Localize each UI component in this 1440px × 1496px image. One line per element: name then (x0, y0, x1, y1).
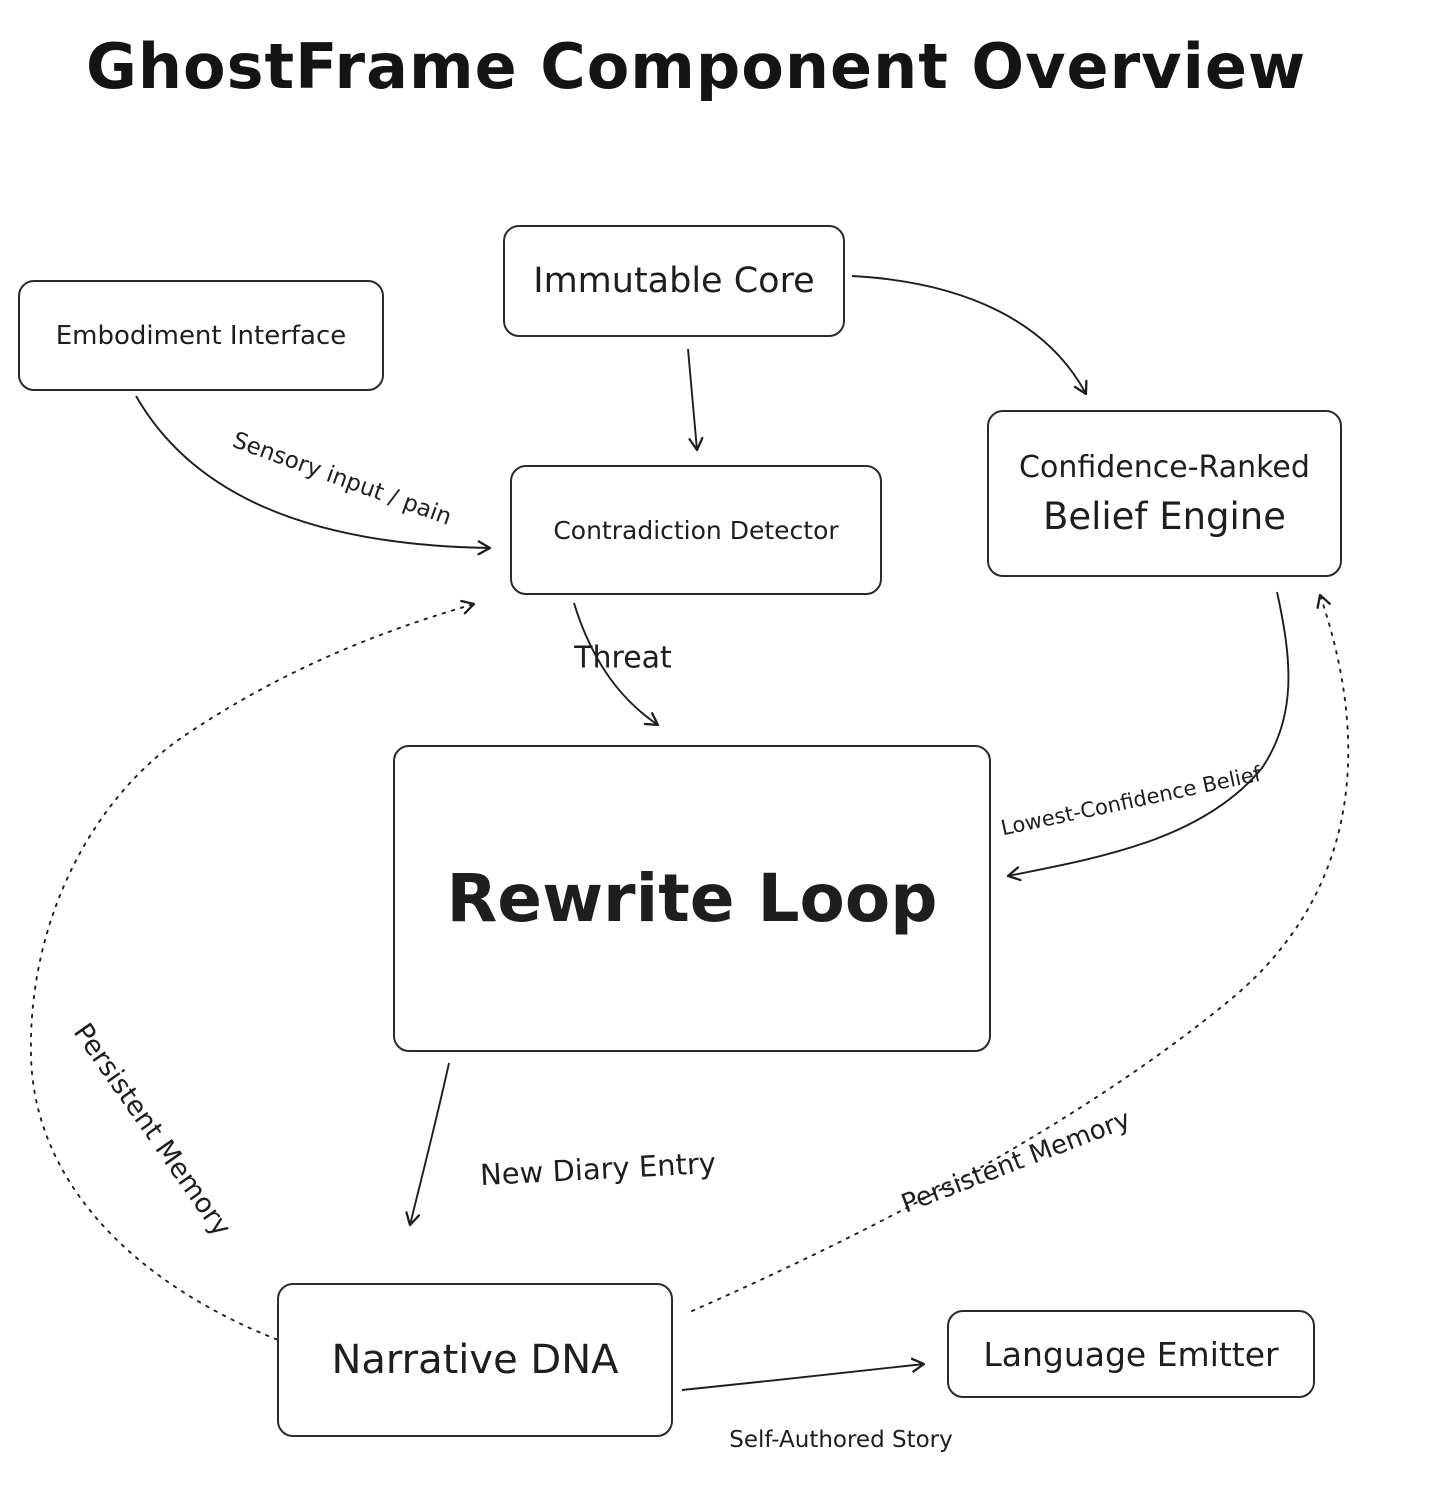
node-rewrite-loop-label: Rewrite Loop (446, 860, 938, 937)
node-language-emitter: Language Emitter (947, 1310, 1315, 1398)
node-contradiction-detector-label: Contradiction Detector (553, 515, 839, 545)
edge-persistent-memory-right (691, 593, 1350, 1312)
node-language-emitter-label: Language Emitter (983, 1334, 1279, 1374)
node-embodiment-interface-label: Embodiment Interface (55, 320, 347, 351)
edge-sensory-input (135, 395, 492, 556)
edge-label-threat: Threat (574, 640, 672, 676)
edge-self-authored-story (681, 1357, 926, 1391)
node-belief-engine-label-line2: Belief Engine (1042, 494, 1287, 538)
node-belief-engine: Confidence-Ranked Belief Engine (987, 410, 1342, 577)
edge-lowest-confidence-belief (1006, 591, 1290, 882)
node-rewrite-loop: Rewrite Loop (393, 745, 991, 1052)
edge-new-diary-entry (405, 1062, 450, 1227)
node-belief-engine-label-line1: Confidence-Ranked (1019, 449, 1310, 485)
node-embodiment-interface: Embodiment Interface (18, 280, 384, 391)
diagram-title: GhostFrame Component Overview (86, 30, 1307, 103)
node-immutable-core: Immutable Core (503, 225, 845, 337)
edge-label-self-authored-story: Self-Authored Story (729, 1427, 953, 1453)
node-immutable-core-label: Immutable Core (533, 261, 815, 301)
node-narrative-dna-label: Narrative DNA (331, 1337, 619, 1383)
node-narrative-dna: Narrative DNA (277, 1283, 673, 1437)
edge-threat (573, 602, 660, 727)
edge-core-to-detector (687, 348, 704, 452)
node-contradiction-detector: Contradiction Detector (510, 465, 882, 595)
edge-core-to-belief-engine (851, 275, 1088, 396)
